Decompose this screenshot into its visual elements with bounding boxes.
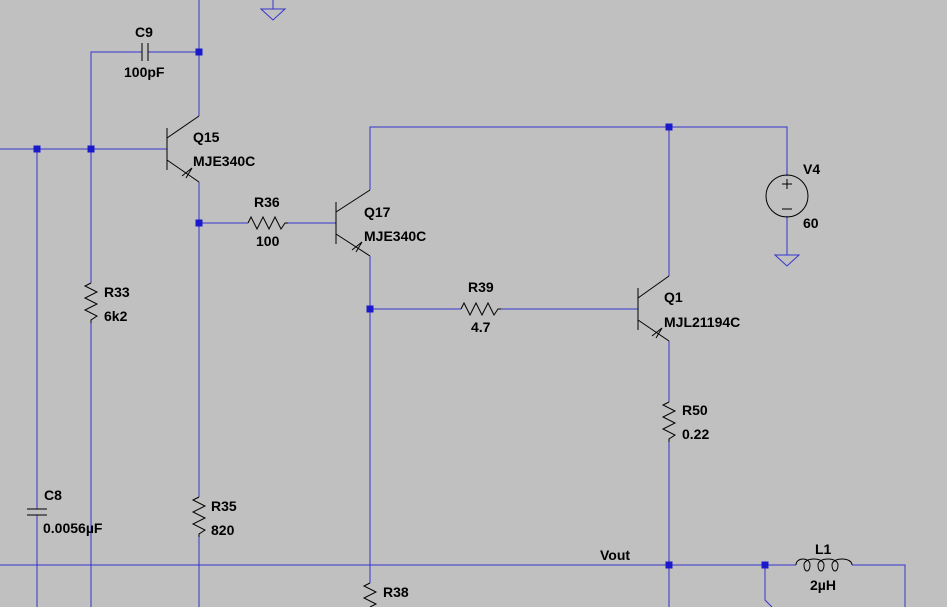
junction-node	[761, 561, 769, 569]
q17-model: MJE340C	[364, 228, 426, 244]
wires	[0, 0, 906, 607]
junction-node	[366, 305, 374, 313]
wire-l1-right	[852, 564, 906, 607]
r33-value: 6k2	[104, 308, 128, 324]
wire-c9-left	[90, 51, 142, 149]
q17-ref: Q17	[364, 204, 391, 220]
junction-node	[195, 219, 203, 227]
q1-model: MJL21194C	[664, 314, 740, 330]
r50-value: 0.22	[682, 426, 709, 442]
wire-supply-rail	[369, 126, 788, 190]
c9-value: 100pF	[124, 64, 165, 80]
wire-vout-down	[764, 565, 773, 607]
c9-ref: C9	[135, 24, 153, 40]
resistor-r50: R50 0.22	[661, 401, 709, 442]
c8-ref: C8	[44, 487, 62, 503]
v4-value: 60	[803, 215, 819, 231]
junction-node	[665, 123, 673, 131]
q15-ref: Q15	[193, 129, 220, 145]
c8-value: 0.0056µF	[43, 520, 103, 536]
junction-node	[195, 48, 203, 56]
junction-nodes	[33, 48, 769, 569]
junction-node	[87, 145, 95, 153]
r36-ref: R36	[254, 194, 280, 210]
transistor-q1: Q1 MJL21194C	[637, 275, 740, 342]
resistor-r35: R35 820	[191, 496, 237, 538]
r38-ref: R38	[383, 584, 409, 600]
junction-node	[33, 145, 41, 153]
q15-model: MJE340C	[193, 153, 255, 169]
l1-value: 2µH	[810, 577, 836, 593]
voltage-source-v4: V4 60	[765, 161, 820, 231]
net-label-vout: Vout	[600, 547, 630, 563]
r33-ref: R33	[104, 284, 130, 300]
r50-ref: R50	[682, 402, 708, 418]
r35-value: 820	[211, 522, 235, 538]
capacitor-c9: C9 100pF	[124, 24, 165, 80]
ground-symbol-v4	[773, 254, 801, 267]
q1-ref: Q1	[664, 289, 683, 305]
ground-symbol-top	[259, 0, 287, 21]
l1-ref: L1	[815, 541, 832, 557]
resistor-r36: R36 100	[247, 194, 288, 249]
resistor-r38: R38	[362, 582, 409, 607]
transistor-q17: Q17 MJE340C	[335, 189, 426, 257]
junction-node	[665, 561, 673, 569]
r36-value: 100	[256, 233, 280, 249]
r35-ref: R35	[211, 498, 237, 514]
r39-ref: R39	[468, 279, 494, 295]
v4-ref: V4	[803, 161, 820, 177]
transistor-q15: Q15 MJE340C	[166, 115, 255, 183]
inductor-l1: L1 2µH	[795, 541, 853, 593]
resistor-r39: R39 4.7	[460, 279, 501, 335]
resistor-r33: R33 6k2	[83, 282, 130, 324]
capacitor-c8: C8 0.0056µF	[27, 487, 103, 536]
r39-value: 4.7	[471, 319, 491, 335]
